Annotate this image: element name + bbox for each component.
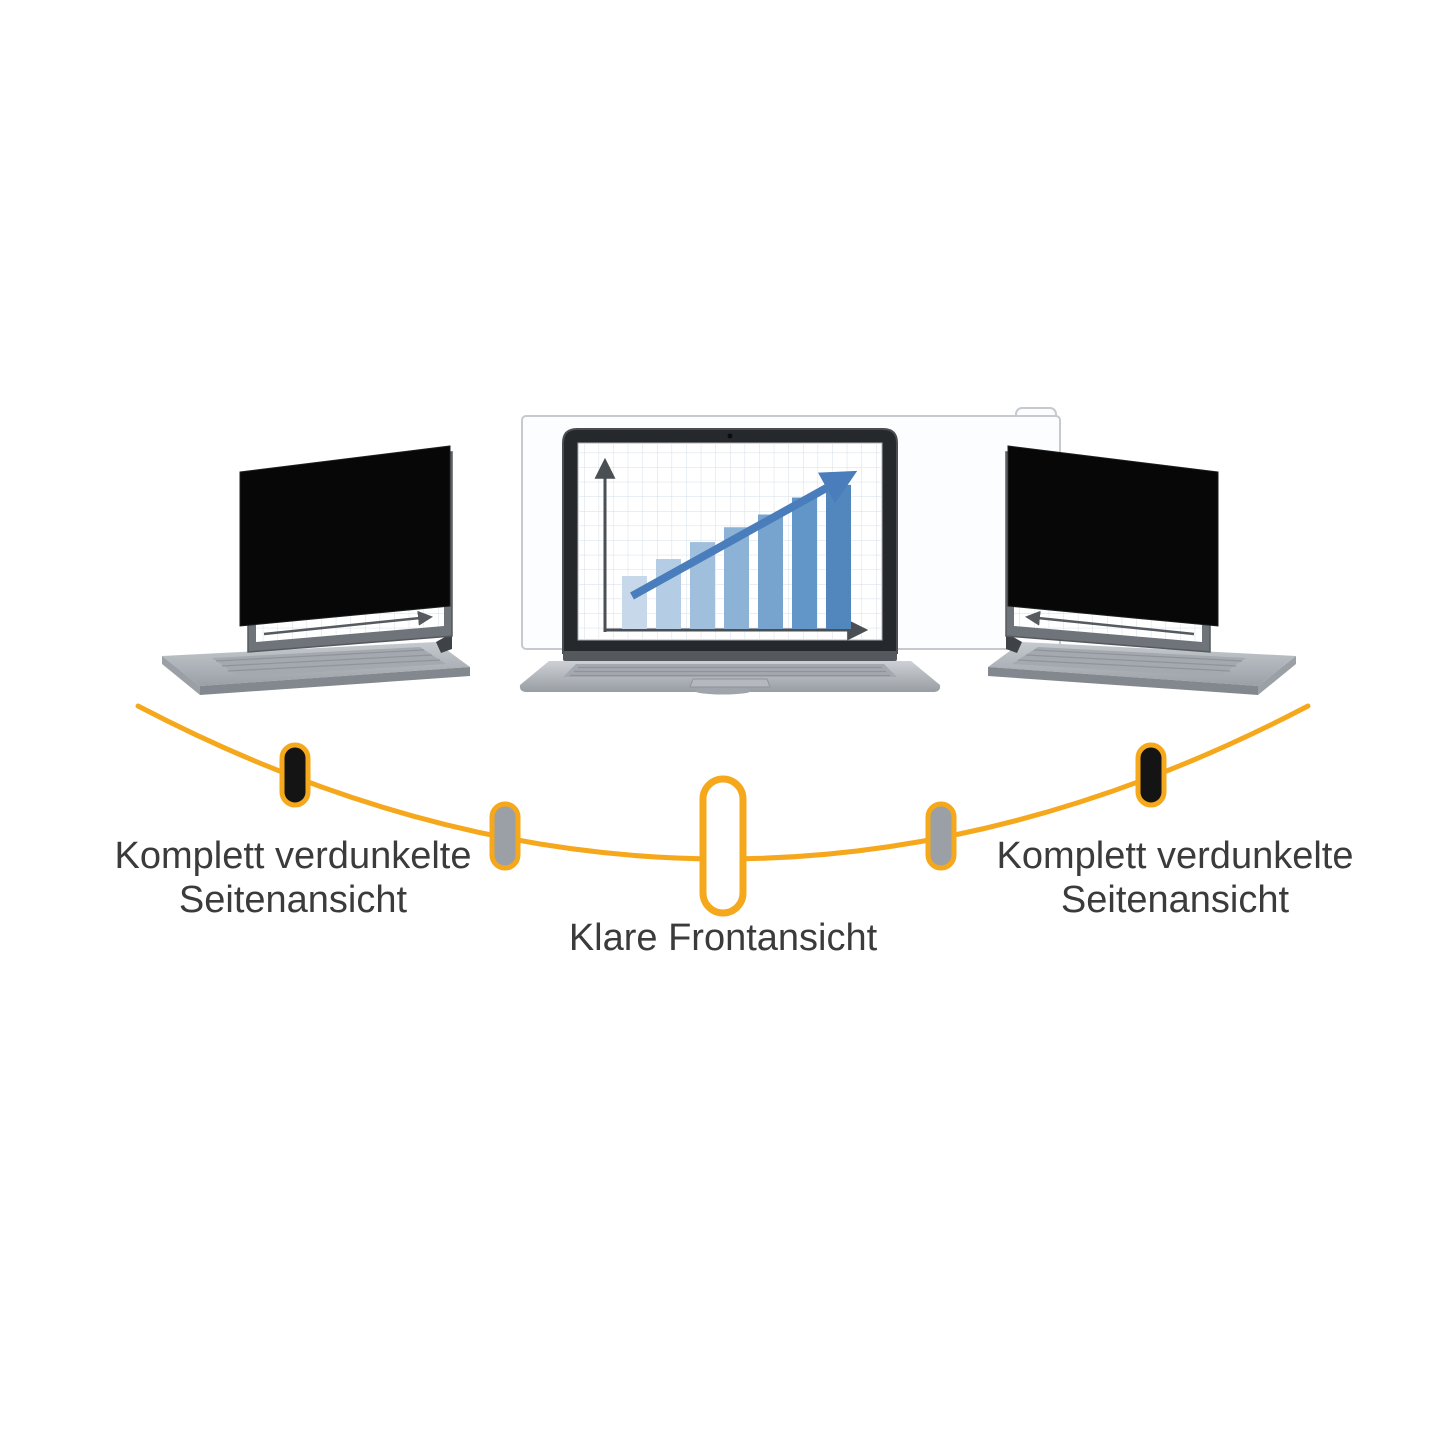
label-left-line1: Komplett verdunkelte <box>115 835 472 877</box>
chart-bar <box>792 497 817 629</box>
center-base-notch <box>695 687 751 695</box>
webcam-dot-icon <box>727 433 733 439</box>
chart-bar <box>622 576 647 629</box>
chart-bar <box>826 484 851 629</box>
label-center: Klare Frontansicht <box>569 917 878 959</box>
label-right-line2: Seitenansicht <box>1061 879 1290 921</box>
side-laptop-keyboard <box>212 647 446 677</box>
laptop-left-side-view <box>162 445 470 695</box>
trend-arrow-icon <box>630 470 858 600</box>
center-keyboard-rows <box>570 666 890 677</box>
dimmed-side-view-pill-right <box>925 801 957 871</box>
label-left-line2: Seitenansicht <box>179 879 408 921</box>
chart-bar <box>758 514 783 629</box>
side-laptop-hinge <box>436 633 452 653</box>
label-right-line1: Komplett verdunkelte <box>997 835 1354 877</box>
clear-front-view-pill-center <box>699 775 747 917</box>
center-touchpad <box>689 678 771 688</box>
side-keyboard-rows <box>215 649 441 672</box>
dimmed-side-view-pill-left <box>489 801 521 871</box>
side-screen-axis-arrow <box>263 610 433 636</box>
side-laptop-base-side <box>162 656 200 695</box>
privacy-blackout-panel <box>239 445 451 627</box>
center-hinge <box>563 651 897 661</box>
side-laptop-base-front <box>200 667 470 695</box>
chart-axes <box>594 457 869 641</box>
blocked-side-view-pill-far-left <box>279 742 311 808</box>
laptop-center-front-view <box>519 428 941 695</box>
blocked-side-view-pill-far-right <box>1135 742 1167 808</box>
